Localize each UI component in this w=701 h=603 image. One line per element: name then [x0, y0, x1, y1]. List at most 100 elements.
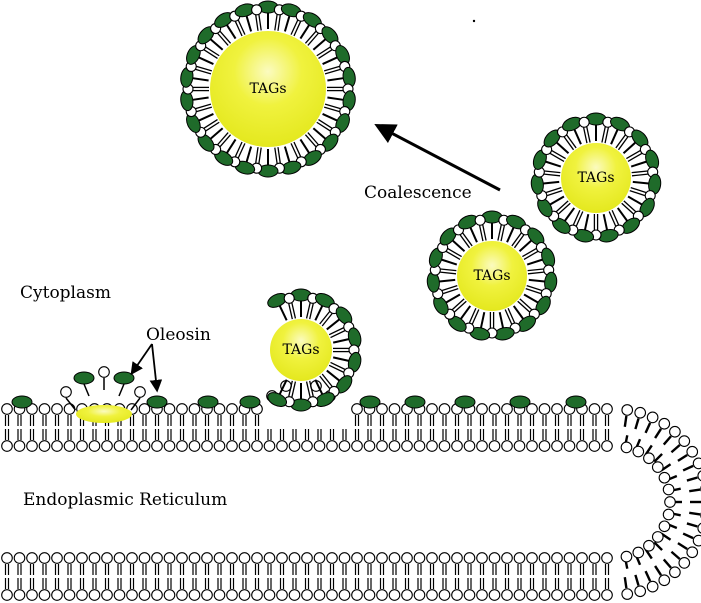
- lipid-head: [363, 589, 376, 601]
- lipid-head: [488, 552, 501, 564]
- lipid-head: [551, 589, 563, 601]
- lipid-tail: [686, 522, 698, 528]
- lipid-head: [601, 589, 613, 601]
- lipid-head: [188, 440, 201, 452]
- lipid-tail: [319, 375, 331, 389]
- lipid-head: [426, 403, 438, 415]
- lipid-head: [51, 589, 63, 601]
- lipid-head: [226, 552, 238, 564]
- lipid-head: [138, 440, 151, 452]
- tag-core: [210, 31, 326, 147]
- lipid-tail: [217, 32, 229, 46]
- lipid-head: [388, 589, 401, 601]
- lipid-head: [213, 440, 226, 452]
- lipid-head: [513, 589, 526, 601]
- lipid-head: [338, 440, 351, 452]
- oleosin-anchor: [226, 24, 237, 40]
- lipid-tail: [258, 147, 262, 164]
- lipid-head: [76, 440, 88, 452]
- lipid-head: [588, 403, 601, 415]
- lipid-head: [138, 403, 151, 415]
- lipid-tail: [471, 309, 480, 325]
- oleosin-anchor: [506, 227, 515, 243]
- lipid-tail: [307, 132, 319, 146]
- lipid-head: [376, 552, 388, 564]
- lipid-head: [664, 496, 676, 508]
- lipid-head: [501, 589, 513, 601]
- lipid-tail: [330, 330, 346, 339]
- lipid-head: [1, 403, 13, 415]
- lipid-head: [451, 552, 463, 564]
- lipid-tail: [205, 46, 220, 57]
- oleosin-protein: [113, 371, 135, 385]
- lipid-head: [288, 552, 301, 564]
- lipid-head: [126, 589, 138, 601]
- lipid-head: [251, 4, 263, 16]
- lipid-tail: [627, 152, 643, 162]
- lipid-tail: [525, 288, 542, 295]
- lipid-tail: [309, 380, 314, 397]
- lipid-tail: [555, 200, 569, 213]
- lipid-tail: [83, 383, 90, 397]
- lipid-tail: [617, 136, 629, 151]
- lipid-tail: [118, 383, 125, 397]
- lipid-tail: [523, 250, 539, 260]
- lipid-head: [513, 440, 526, 452]
- lipid-tail: [623, 577, 628, 589]
- tags-label-mid: TAGs: [473, 268, 510, 284]
- lipid-tail: [677, 542, 688, 551]
- lipid-head: [113, 552, 126, 564]
- lipid-head: [451, 589, 463, 601]
- oleosin-anchor: [523, 293, 539, 304]
- oleosin-anchor: [209, 127, 224, 140]
- lipid-tail: [611, 209, 620, 226]
- lipid-tail: [566, 134, 577, 149]
- lipid-tail: [219, 30, 232, 44]
- lipid-head: [263, 589, 276, 601]
- oleosin-anchor: [326, 369, 340, 382]
- lipid-head: [632, 445, 645, 458]
- lipid-tail: [447, 248, 462, 258]
- lipid-tail: [527, 271, 544, 275]
- oleosin-anchor: [518, 239, 533, 252]
- oleosin-anchor: [226, 138, 237, 154]
- oleosin-anchor: [192, 96, 209, 101]
- lipid-tail: [258, 14, 262, 31]
- lipid-head: [251, 440, 263, 452]
- lipid-tail: [237, 19, 246, 35]
- oleosin-anchor: [622, 141, 637, 154]
- lipid-head: [238, 552, 251, 564]
- er-label: Endoplasmic Reticulum: [23, 490, 227, 510]
- lipid-head: [51, 403, 63, 415]
- lipid-head: [276, 552, 288, 564]
- oleosin-protein: [454, 395, 476, 409]
- lipid-head: [313, 552, 326, 564]
- lipid-tail: [274, 14, 278, 31]
- lipid-head: [226, 440, 238, 452]
- lipid-head: [488, 403, 501, 415]
- lipid-tail: [290, 143, 299, 159]
- lipid-head: [226, 403, 238, 415]
- lipid-head: [686, 546, 699, 559]
- lipid-head: [643, 452, 655, 465]
- lipid-head: [60, 386, 72, 398]
- lipid-head: [338, 552, 351, 564]
- lipid-head: [63, 589, 76, 601]
- lipid-head: [263, 440, 276, 452]
- lipid-tail: [217, 132, 229, 146]
- lipid-tail: [519, 298, 533, 311]
- lipid-tail: [623, 415, 628, 427]
- lipid-tail: [557, 202, 571, 215]
- oleosin-anchor: [283, 146, 291, 163]
- lipid-head: [501, 552, 513, 564]
- lipid-head: [138, 589, 151, 601]
- lipid-head: [563, 552, 576, 564]
- lipid-head: [263, 552, 276, 564]
- lipid-head: [63, 552, 76, 564]
- oleosin-protein: [267, 392, 288, 407]
- lipid-head: [646, 580, 659, 593]
- lipid-head: [326, 440, 338, 452]
- lipid-tail: [689, 488, 701, 493]
- lipid-tail: [544, 170, 561, 174]
